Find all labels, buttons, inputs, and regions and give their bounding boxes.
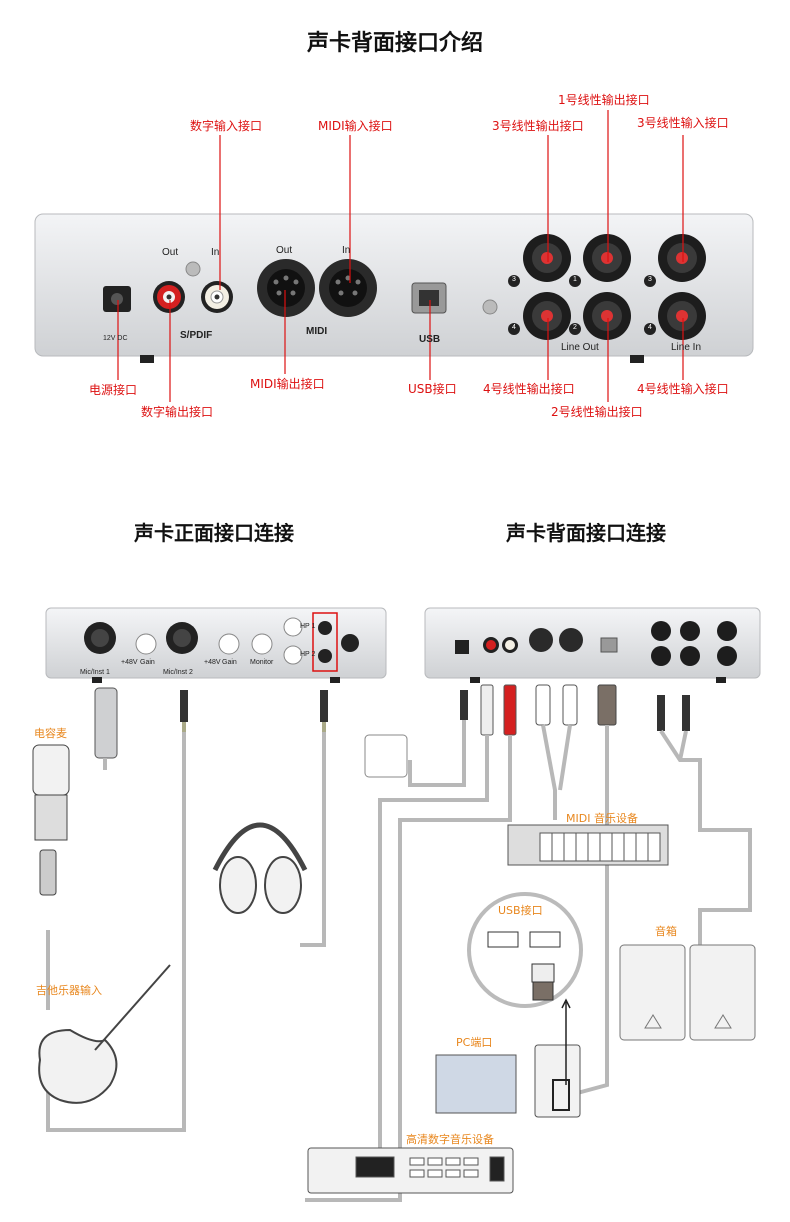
gain2-label: Gain [222,659,237,666]
callout-digital-out: 数字输出接口 [141,405,214,419]
line-out-jacks [523,234,631,340]
line-out-label: Line Out [561,342,599,353]
hd-music-device-drawing [307,1147,514,1194]
dc-label: 12V DC [103,335,128,342]
power-outlet [364,734,408,778]
phantom1-label: +48V [121,659,138,666]
hd-music-label: 高清数字音乐设备 [406,1133,494,1146]
callout-line-out-1: 1号线性输出接口 [558,93,650,107]
jack-number-1: 1 [573,276,577,283]
callout-line-out-4: 4号线性输出接口 [483,382,575,396]
pc-drawing [435,1044,581,1118]
jack-number-3: 3 [512,276,516,283]
hp1-label: HP 1 [300,623,316,630]
callout-line-out-2: 2号线性输出接口 [551,405,643,419]
jack-number-4: 4 [512,324,516,331]
spdif-out-label: Out [162,247,179,258]
mic1-label: Mic/Inst 1 [80,669,110,676]
rear-panel [34,213,754,357]
midi-in-label: In [342,245,351,256]
hp2-label: HP 2 [300,651,316,658]
midi-keyboard-drawing [507,824,669,866]
callout-line-in-3: 3号线性输入接口 [637,116,729,130]
back-panel [424,607,761,679]
pc-port-label: PC端口 [456,1036,493,1049]
front-section-title: 声卡正面接口连接 [134,521,294,545]
callout-usb: USB接口 [408,382,457,396]
guitar-drawing [38,964,171,1104]
callout-midi-in: MIDI输入接口 [318,119,393,133]
speakers-drawing [619,944,756,1041]
usb-port-label: USB接口 [498,904,543,917]
gain1-label: Gain [140,659,155,666]
midi-device-label: MIDI 音乐设备 [566,812,638,825]
line-in-jacks [658,234,706,340]
page-title: 声卡背面接口介绍 [306,31,483,56]
xlr-plug [94,687,118,759]
condenser-mic-label: 电容麦 [34,727,67,740]
callout-digital-in: 数字输入接口 [190,119,263,133]
rear-panel-illustration [34,110,754,402]
callout-power: 电源接口 [89,383,138,397]
line-in-label: Line In [671,342,702,353]
condenser-mic-drawing [32,744,70,896]
midi-label: MIDI [306,326,328,337]
jack-number-3b: 3 [648,276,652,283]
monitor-label: Monitor [250,659,274,666]
speakers-label: 音箱 [655,925,677,938]
spdif-in-label: In [211,247,220,258]
jack-number-4b: 4 [648,324,652,331]
jack-number-2: 2 [573,324,577,331]
back-section-title: 声卡背面接口连接 [506,521,666,545]
midi-out-label: Out [276,245,293,256]
usb-label: USB [419,334,441,345]
guitar-input-label: 吉他乐器输入 [36,984,102,997]
callout-line-out-3: 3号线性输出接口 [492,119,584,133]
phantom2-label: +48V [204,659,221,666]
callout-midi-out: MIDI输出接口 [250,377,325,391]
mic2-label: Mic/Inst 2 [163,669,193,676]
callout-line-in-4: 4号线性输入接口 [637,382,729,396]
spdif-label: S/PDIF [180,330,213,341]
headphones-drawing [212,822,308,914]
